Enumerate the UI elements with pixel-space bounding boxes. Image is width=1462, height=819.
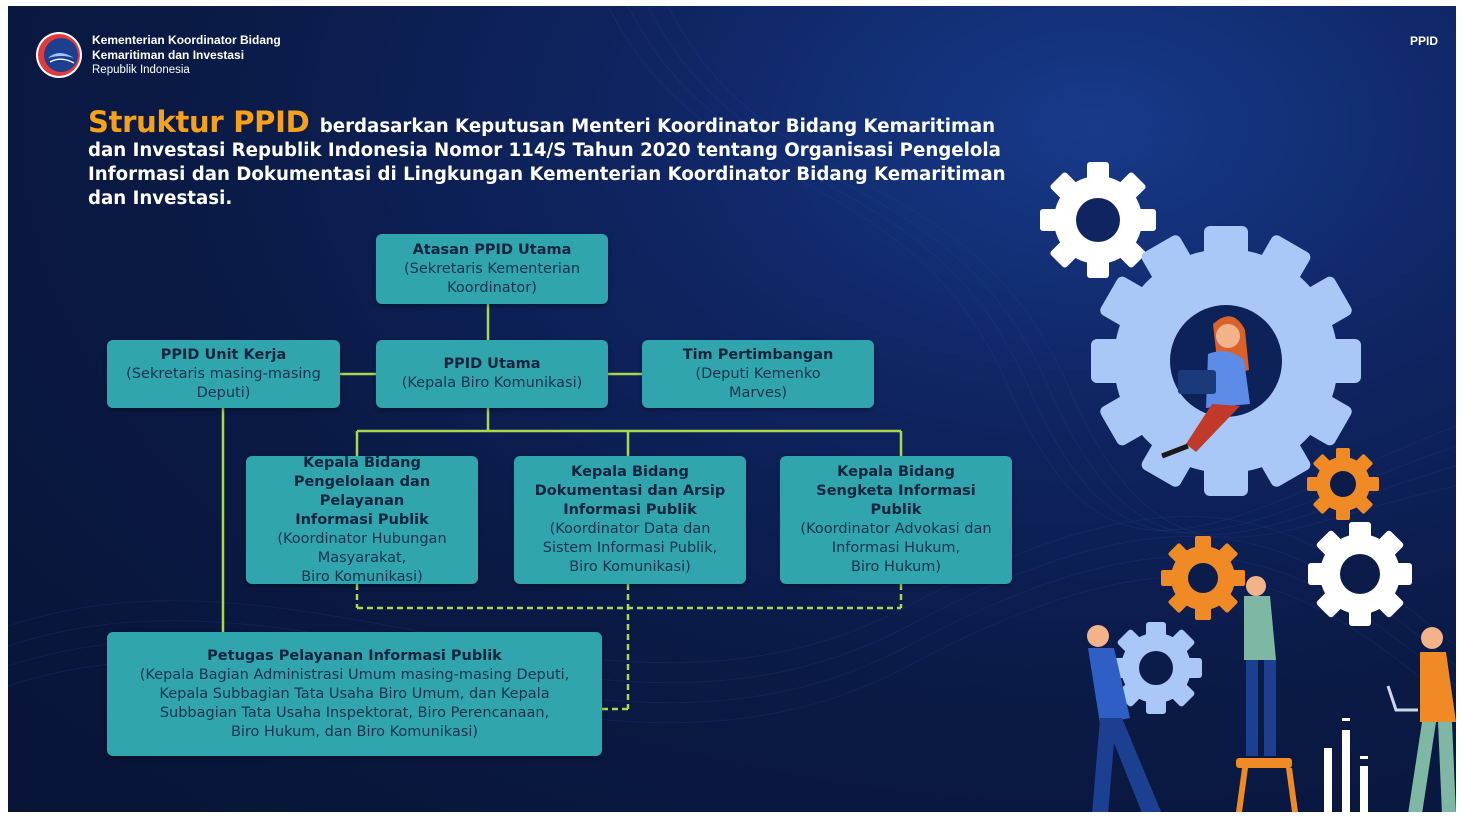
box-petugas-pelayanan: Petugas Pelayanan Informasi Publik (Kepa… — [107, 632, 602, 756]
org-chart-connectors — [221, 304, 903, 711]
person-laptop-icon — [1161, 316, 1250, 459]
box-kepala-bidang-sengketa: Kepala Bidang Sengketa Informasi Publik … — [780, 456, 1012, 584]
box-kepala-bidang-dokumentasi: Kepala Bidang Dokumentasi dan Arsip Info… — [514, 456, 746, 584]
box-ppid-utama: PPID Utama (Kepala Biro Komunikasi) — [376, 340, 608, 408]
box-ppid-unit-kerja: PPID Unit Kerja (Sekretaris masing-masin… — [107, 340, 340, 408]
gear-icon — [1110, 622, 1202, 714]
box-kepala-bidang-pengelolaan: Kepala Bidang Pengelolaan dan Pelayanan … — [246, 455, 478, 585]
headline: Struktur PPID berdasarkan Keputusan Ment… — [88, 108, 1028, 211]
box-atasan-ppid-utama: Atasan PPID Utama (Sekretaris Kementeria… — [376, 234, 608, 304]
bar-chart-icon — [1324, 718, 1368, 812]
gear-icon — [1161, 448, 1379, 620]
headline-text: berdasarkan Keputusan Menteri Koordinato… — [88, 116, 1006, 209]
corner-label: PPID — [1409, 34, 1438, 48]
gear-icon — [1040, 162, 1156, 278]
box-tim-pertimbangan: Tim Pertimbangan (Deputi Kemenko Marves) — [642, 340, 874, 408]
slide-canvas: Kementerian Koordinator Bidang Kemaritim… — [8, 6, 1456, 812]
org-name-line2: Kemaritiman dan Investasi — [92, 47, 245, 62]
headline-highlight: Struktur PPID — [88, 105, 310, 139]
gears-illustration — [1040, 162, 1456, 812]
org-name-line1: Kementerian Koordinator Bidang — [92, 32, 281, 47]
ministry-logo-icon — [36, 32, 82, 78]
org-header: Kementerian Koordinator Bidang Kemaritim… — [34, 30, 281, 80]
people-gears-icon — [1087, 576, 1456, 812]
gear-icon — [1308, 522, 1412, 626]
org-name-line3: Republik Indonesia — [92, 63, 190, 76]
